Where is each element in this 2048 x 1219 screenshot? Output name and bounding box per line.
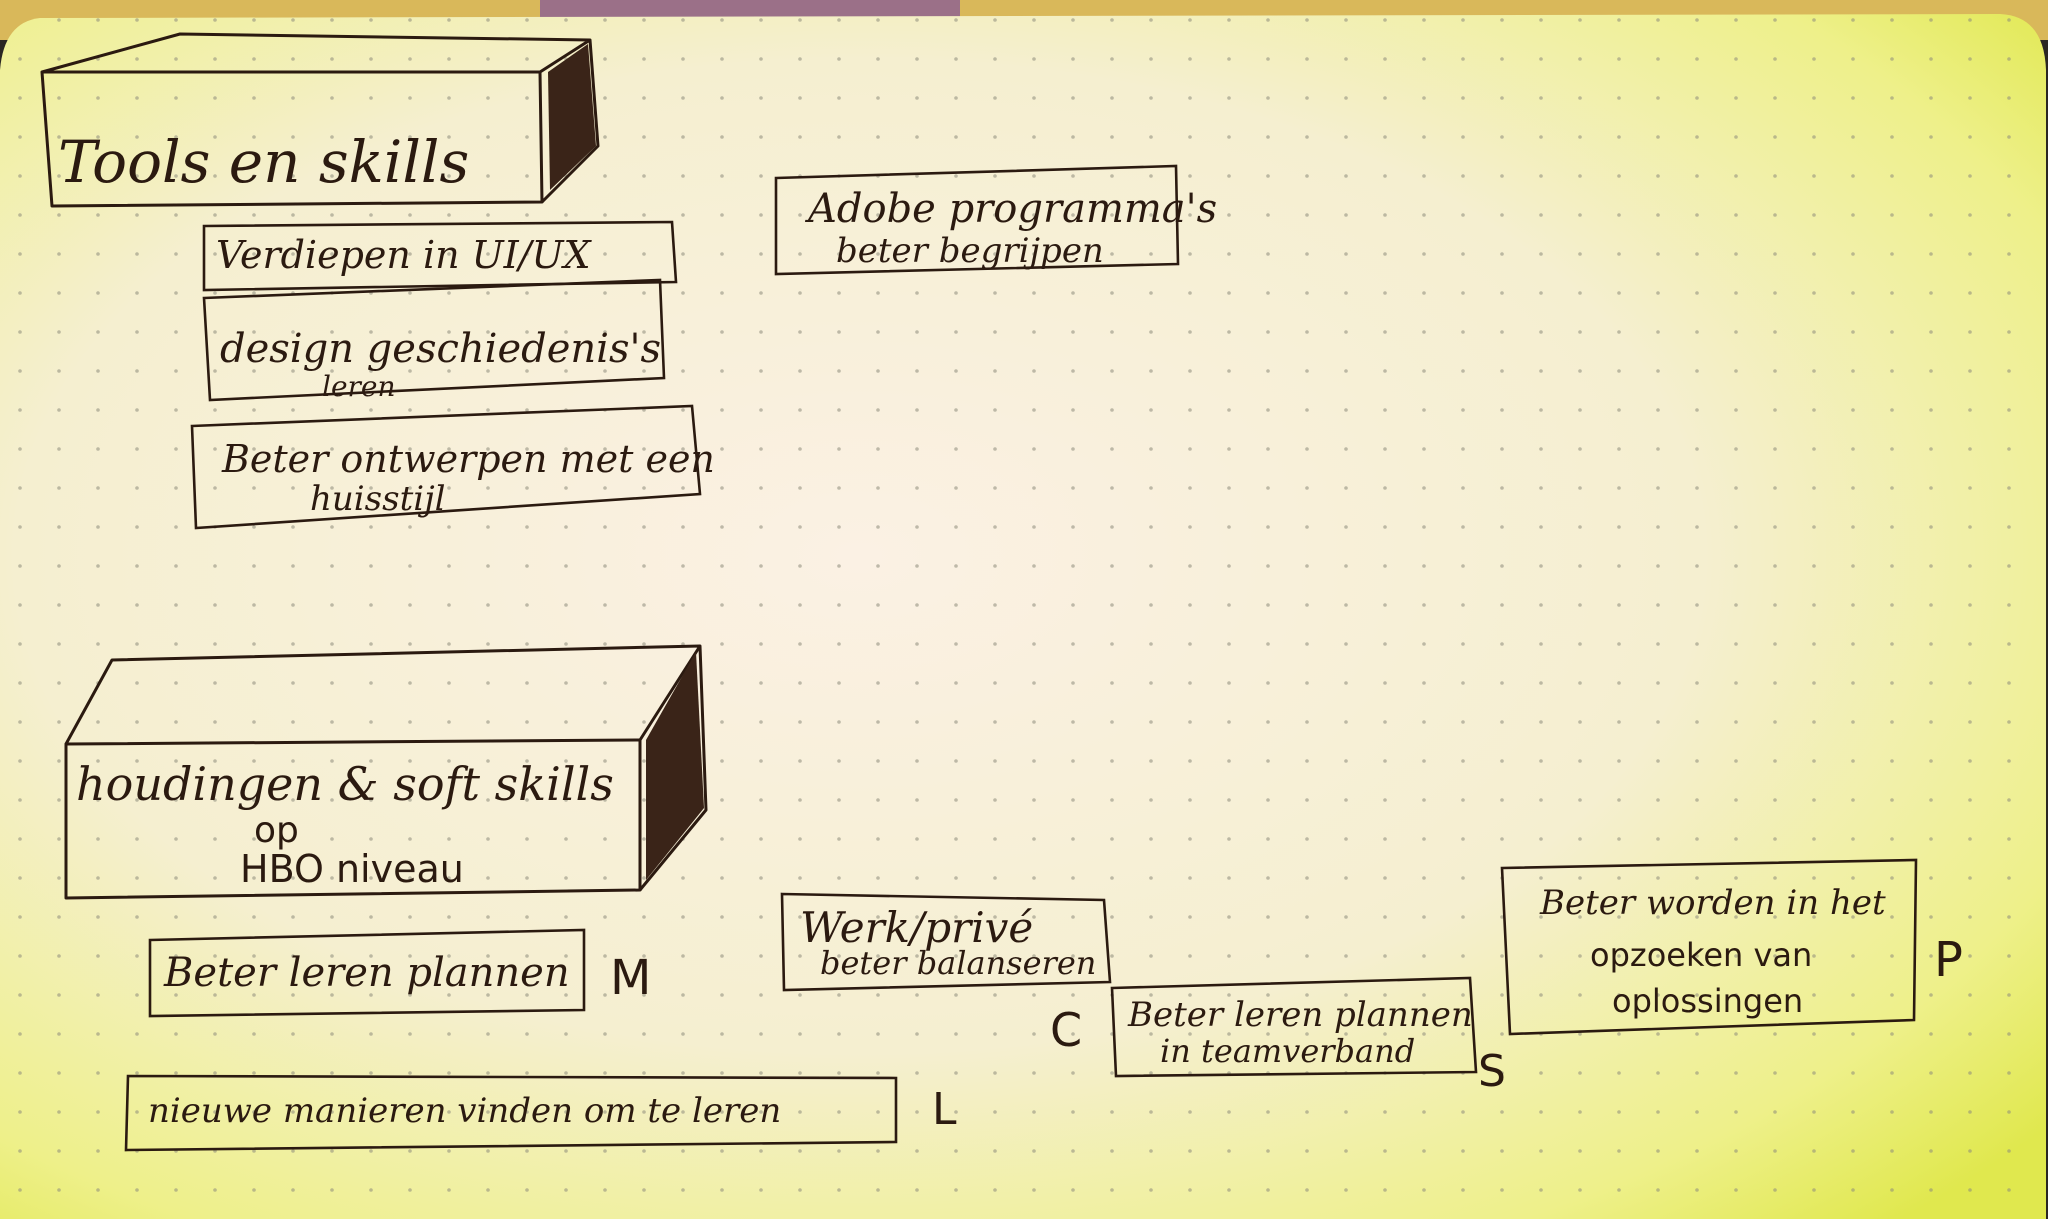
item-text: leren [322,370,396,403]
item-beter-leren-plannen: Beter leren plannen M [148,928,651,1018]
item-werk-prive: Werk/privé beter balanseren C [780,892,1112,1057]
item-text: opzoeken van [1590,936,1812,974]
item-text: Beter worden in het [1539,883,1886,923]
section-houdingen-soft-skills: houdingen & soft skills op HBO niveau [64,644,708,900]
dot-grid [0,14,2046,1219]
item-text: oplossingen [1612,982,1803,1020]
section-title-tools: Tools en skills [58,128,469,196]
item-beter-ontwerpen: Beter ontwerpen met een huisstijl [190,404,715,530]
item-text: beter balanseren [820,944,1096,982]
item-nieuwe-manieren: nieuwe manieren vinden om te leren L [124,1074,957,1152]
item-text: Beter leren plannen [163,950,570,996]
item-letter: C [1050,1003,1082,1057]
item-text: Werk/privé [800,903,1033,952]
item-beter-leren-plannen-team: Beter leren plannen in teamverband S [1110,976,1506,1097]
item-letter: P [1934,932,1963,988]
item-design-geschiedenis: design geschiedenis's leren [202,278,666,403]
section-title-line: houdingen & soft skills [76,757,614,811]
item-text: Beter ontwerpen met een [221,437,715,481]
item-text: nieuwe manieren vinden om te leren [148,1091,781,1131]
section-tools-en-skills: Tools en skills [40,32,600,208]
section-title-line: HBO niveau [240,847,464,891]
item-letter: S [1478,1046,1506,1097]
item-letter: M [610,950,651,1006]
item-adobe-programmas: Adobe programma's beter begrijpen [774,164,1217,276]
item-text: design geschiedenis's [220,326,661,372]
item-text: Beter leren plannen [1127,995,1473,1035]
item-letter: L [932,1084,957,1135]
item-beter-worden-opzoeken: Beter worden in het opzoeken van oplossi… [1500,858,1963,1036]
item-text: huisstijl [310,479,446,519]
item-text: beter begrijpen [836,231,1104,271]
item-verdiepen-ui-ux: Verdiepen in UI/UX [202,220,678,292]
item-text: in teamverband [1160,1032,1415,1070]
item-text: Verdiepen in UI/UX [216,233,593,277]
section-title-line: op [254,810,299,851]
item-text: Adobe programma's [804,186,1217,232]
